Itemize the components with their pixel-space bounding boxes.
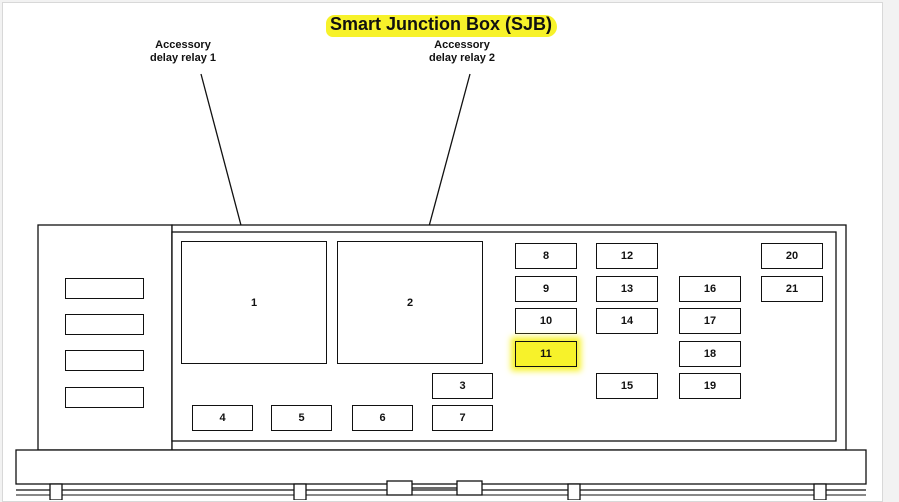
fuse-13: 13 bbox=[596, 276, 658, 302]
rail-post bbox=[813, 483, 827, 500]
fuse-10: 10 bbox=[515, 308, 577, 334]
rail-clip bbox=[456, 480, 483, 496]
fuse-12: 12 bbox=[596, 243, 658, 269]
fuse-4: 4 bbox=[192, 405, 253, 431]
rail-clip bbox=[386, 480, 413, 496]
relay-2: 2 bbox=[337, 241, 483, 364]
rail-post bbox=[293, 483, 307, 500]
rail-post bbox=[49, 483, 63, 500]
fuse-19: 19 bbox=[679, 373, 741, 399]
mounting-rail bbox=[15, 449, 867, 485]
callout-1-line1: Accessory bbox=[155, 39, 211, 51]
fuse-20: 20 bbox=[761, 243, 823, 269]
rail-post bbox=[567, 483, 581, 500]
fuse-3: 3 bbox=[432, 373, 493, 399]
fuse-21: 21 bbox=[761, 276, 823, 302]
fuse-9: 9 bbox=[515, 276, 577, 302]
left-slot bbox=[65, 314, 144, 335]
callout-accessory-delay-relay-2: Accessory delay relay 2 bbox=[417, 39, 507, 65]
fuse-11-highlighted: 11 bbox=[515, 341, 577, 367]
fuse-7: 7 bbox=[432, 405, 493, 431]
callout-2-line2: delay relay 2 bbox=[428, 52, 496, 64]
left-slot bbox=[65, 278, 144, 299]
fuse-18: 18 bbox=[679, 341, 741, 367]
left-slot bbox=[65, 387, 144, 408]
diagram-title: Smart Junction Box (SJB) bbox=[330, 14, 553, 34]
fuse-8: 8 bbox=[515, 243, 577, 269]
callout-1-line2: delay relay 1 bbox=[149, 52, 217, 64]
fuse-6: 6 bbox=[352, 405, 413, 431]
left-slot bbox=[65, 350, 144, 371]
relay-1: 1 bbox=[181, 241, 327, 364]
fuse-15: 15 bbox=[596, 373, 658, 399]
callout-2-line1: Accessory bbox=[434, 39, 490, 51]
title-highlight bbox=[326, 15, 557, 37]
fuse-14: 14 bbox=[596, 308, 658, 334]
callout-accessory-delay-relay-1: Accessory delay relay 1 bbox=[138, 39, 228, 65]
fuse-17: 17 bbox=[679, 308, 741, 334]
fuse-5: 5 bbox=[271, 405, 332, 431]
housing-left-section bbox=[37, 224, 173, 451]
fuse-16: 16 bbox=[679, 276, 741, 302]
